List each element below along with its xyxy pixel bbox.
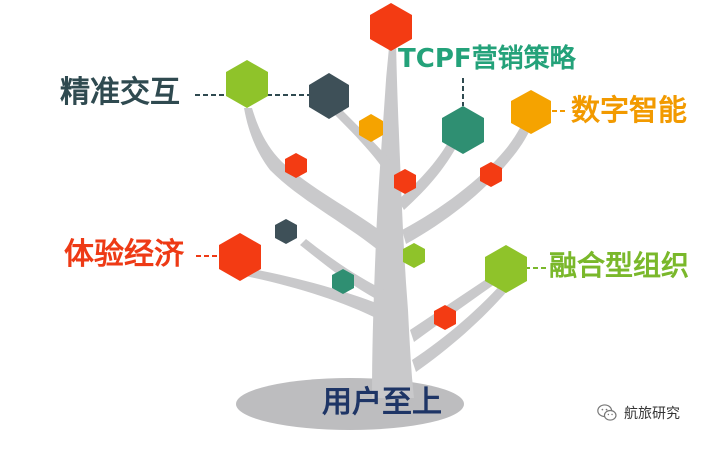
hex-lime-small [403, 243, 425, 268]
hex-lime-organization [485, 245, 527, 293]
label-base: 用户至上 [322, 385, 442, 420]
hex-orange-small [359, 114, 383, 142]
hex-red-small-left [285, 153, 307, 178]
hex-teal-tcpf [442, 106, 484, 154]
label-digital: 数字智能 [571, 93, 688, 127]
hex-red-small-right [480, 162, 502, 187]
hex-teal-small [332, 269, 354, 294]
hex-red-small-mid [394, 169, 416, 194]
watermark-text: 航旅研究 [624, 406, 680, 422]
label-experience: 体验经济 [64, 237, 184, 272]
hexagons [219, 3, 551, 330]
label-organization: 融合型组织 [549, 249, 690, 282]
hex-red-small-bottom [434, 305, 456, 330]
watermark: 航旅研究 [596, 402, 680, 424]
tree-trunk [240, 28, 536, 398]
hex-slate-small [275, 219, 297, 244]
hex-red-top [370, 3, 412, 51]
hex-slate-interaction [309, 73, 349, 119]
hex-orange-digital [511, 90, 551, 134]
label-tcpf: TCPF营销策略 [398, 44, 576, 74]
wechat-icon [597, 404, 617, 421]
label-interaction: 精准交互 [60, 75, 180, 110]
hex-red-experience [219, 233, 261, 281]
hex-lime-interaction [226, 60, 268, 108]
